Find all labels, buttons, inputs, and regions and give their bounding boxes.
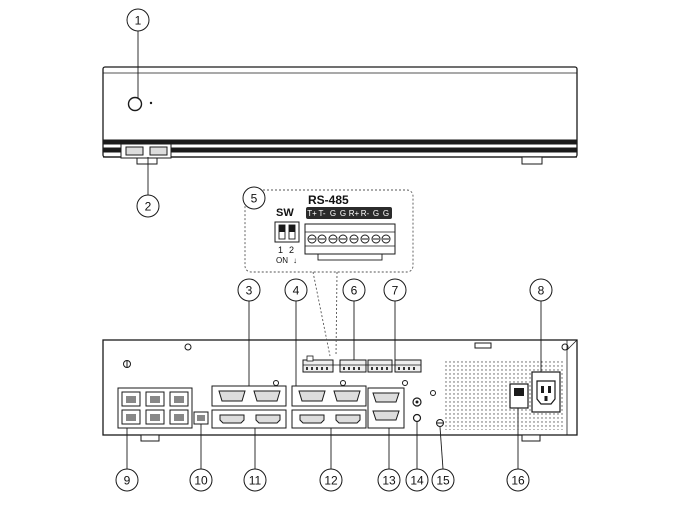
callout-number: 1 [135, 14, 142, 28]
callout-circle [237, 278, 261, 302]
front-usb-port-icon [125, 146, 144, 156]
power-button-icon [127, 96, 143, 112]
rs485-pin-label: G [383, 209, 389, 218]
callout-number: 16 [511, 474, 525, 488]
callout-number: 14 [410, 474, 424, 488]
terminal-screw-icon [360, 234, 370, 244]
lan-ports [117, 387, 193, 429]
callout-circle [506, 468, 530, 492]
callout-14: 14 [405, 422, 429, 492]
callout-number: 3 [246, 284, 253, 298]
rs485-pin-label: G [340, 209, 346, 218]
terminal-screw-icon [317, 234, 327, 244]
terminal-screw-icon [338, 234, 348, 244]
callout-number: 11 [249, 474, 262, 488]
rs485-pin-label: T- [318, 209, 325, 218]
callout-circle [242, 186, 266, 210]
callout-number: 8 [538, 284, 545, 298]
hdmi-ports [211, 409, 287, 429]
callout-number: 10 [194, 474, 208, 488]
rear-panel [102, 339, 578, 442]
front-panel [102, 66, 578, 165]
callout-circle [284, 278, 308, 302]
callout-5: 5 [242, 186, 266, 210]
callout-circle [431, 468, 455, 492]
callout-circle [383, 278, 407, 302]
serial-ports [367, 380, 408, 429]
callout-circle [189, 468, 213, 492]
callout-number: 5 [251, 192, 258, 206]
callout-number: 6 [351, 284, 358, 298]
callout-6: 6 [342, 278, 366, 360]
dip-switch [274, 221, 300, 243]
callout-12: 12 [319, 428, 343, 492]
callout-1: 1 [126, 8, 150, 98]
ground-terminal-icon [430, 390, 436, 396]
callout-circle [405, 468, 429, 492]
terminal-block-detail [304, 223, 396, 261]
callout-number: 7 [392, 284, 399, 298]
audio-jack-icon [412, 397, 422, 407]
switch-number-2: 2 [289, 245, 294, 255]
sw-label: SW [276, 207, 294, 219]
callout-circle [342, 278, 366, 302]
hdmi-ports-2 [291, 409, 367, 429]
callout-13: 13 [377, 428, 401, 492]
rs485-label: RS-485 [308, 193, 349, 207]
terminal-screw-icon [328, 234, 338, 244]
callout-16: 16 [506, 408, 530, 492]
callout-number: 9 [124, 474, 131, 488]
callout-circle [529, 278, 553, 302]
callout-number: 13 [382, 474, 396, 488]
callout-4: 4 [284, 278, 308, 386]
callout-3: 3 [237, 278, 261, 386]
switch-down-arrow-icon: ↓ [293, 256, 297, 265]
callout-15: 15 [431, 426, 455, 492]
rs485-pin-label: R+ [349, 209, 360, 218]
audio-jack-icon [412, 413, 422, 423]
callout-leader-line [439, 426, 444, 470]
callout-number: 4 [293, 284, 300, 298]
terminal-blocks [302, 355, 422, 373]
callout-circle [377, 468, 401, 492]
rs485-pin-label: G [330, 209, 336, 218]
callout-circle [319, 468, 343, 492]
callout-circle [126, 8, 150, 32]
switch-on-label: ON [276, 256, 288, 265]
callout-circle [115, 468, 139, 492]
callout-9: 9 [115, 428, 139, 492]
callout-2: 2 [136, 157, 160, 218]
terminal-screw-icon [371, 234, 381, 244]
terminal-screw-icon [349, 234, 359, 244]
vga-ports [211, 380, 287, 407]
callout-7: 7 [383, 278, 407, 360]
callout-8: 8 [529, 278, 553, 372]
callout-number: 15 [436, 474, 450, 488]
vga-ports-2 [291, 380, 367, 407]
switch-number-1: 1 [278, 245, 283, 255]
callout-11: 11 [243, 428, 267, 492]
rs485-pin-label: T+ [307, 209, 317, 218]
callout-10: 10 [189, 424, 213, 492]
callout-circle [136, 194, 160, 218]
callout-number: 2 [145, 200, 152, 214]
callout-circle [243, 468, 267, 492]
rs485-pin-label: R- [361, 209, 370, 218]
front-usb-port-icon [149, 146, 168, 156]
rs485-pin-label: G [373, 209, 379, 218]
callout-number: 12 [324, 474, 338, 488]
terminal-screw-icon [381, 234, 391, 244]
terminal-screw-icon [307, 234, 317, 244]
